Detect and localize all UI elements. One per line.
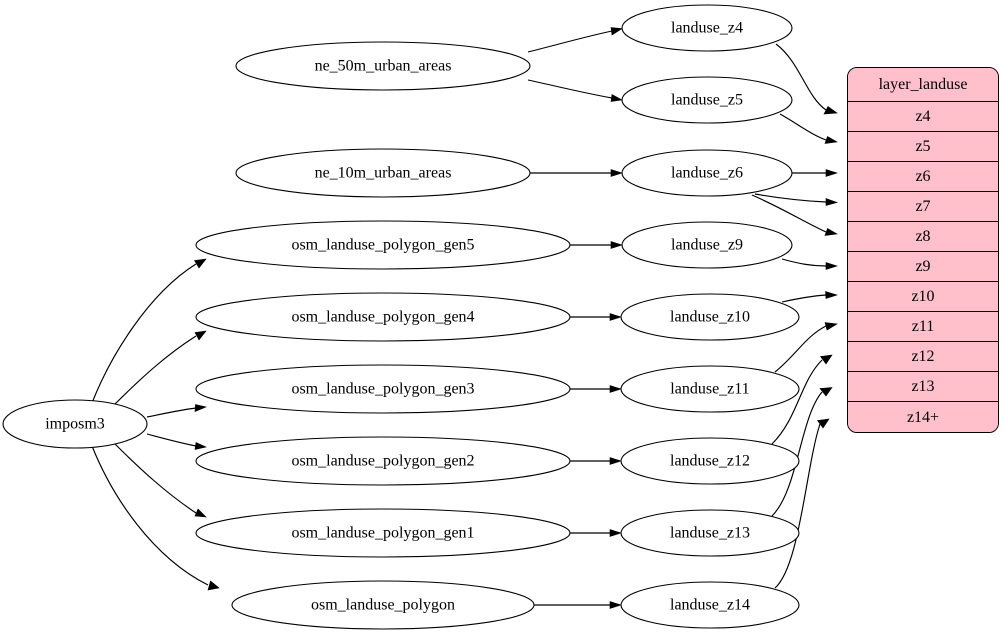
table-row-z9[interactable]: z9 <box>848 252 998 282</box>
node-osm_landuse_polygon_gen4-label: osm_landuse_polygon_gen4 <box>291 309 474 326</box>
edge-imposm3-to-gen4 <box>112 330 207 407</box>
node-ne_10m_urban_areas[interactable]: ne_10m_urban_areas <box>235 148 531 198</box>
node-landuse_z13-label: landuse_z13 <box>670 525 750 542</box>
node-ne_50m_urban_areas-label: ne_50m_urban_areas <box>315 58 452 75</box>
node-landuse_z12-label: landuse_z12 <box>670 453 750 470</box>
node-layer: imposm3 ne_50m_urban_areas ne_10m_urban_… <box>2 4 800 630</box>
table-row-z6[interactable]: z6 <box>848 162 998 192</box>
edge-gen2-to-landuse-z12 <box>570 457 622 465</box>
edge-landuse-z11-to-row-z11 <box>774 322 838 373</box>
node-imposm3-shape[interactable] <box>2 399 148 449</box>
node-osm_landuse_polygon-label: osm_landuse_polygon <box>311 597 455 614</box>
node-osm_landuse_polygon_gen1-label: osm_landuse_polygon_gen1 <box>291 525 474 542</box>
edge-ne50m-to-landuse-z5 <box>527 79 623 102</box>
node-landuse_z6[interactable]: landuse_z6 <box>621 149 793 197</box>
node-landuse_z11[interactable]: landuse_z11 <box>620 365 800 413</box>
node-osm_landuse_polygon-shape[interactable] <box>231 580 535 630</box>
node-landuse_z14-shape[interactable] <box>620 581 800 629</box>
node-osm_landuse_polygon_gen5[interactable]: osm_landuse_polygon_gen5 <box>195 220 571 270</box>
node-osm_landuse_polygon_gen1[interactable]: osm_landuse_polygon_gen1 <box>195 508 571 558</box>
node-imposm3-label: imposm3 <box>45 416 105 433</box>
edge-imposm3-to-gen5 <box>91 258 207 404</box>
table-row-z8[interactable]: z8 <box>848 222 998 252</box>
node-osm_landuse_polygon_gen1-shape[interactable] <box>195 508 571 558</box>
node-osm_landuse_polygon_gen2[interactable]: osm_landuse_polygon_gen2 <box>195 436 571 486</box>
node-ne_10m_urban_areas-shape[interactable] <box>235 148 531 198</box>
edge-imposm3-to-osm-landuse-polygon <box>91 445 220 591</box>
table-row-z5[interactable]: z5 <box>848 132 998 162</box>
edge-landuse-z4-to-row-z4 <box>775 43 838 115</box>
node-osm_landuse_polygon_gen5-shape[interactable] <box>195 220 571 270</box>
edge-landuse-z14-to-row-z14plus <box>774 418 830 589</box>
node-landuse_z11-shape[interactable] <box>620 365 800 413</box>
node-landuse_z4-label: landuse_z4 <box>671 20 743 37</box>
node-osm_landuse_polygon_gen3[interactable]: osm_landuse_polygon_gen3 <box>195 364 571 414</box>
edge-landuse-z13-to-row-z13 <box>771 387 833 517</box>
table-row-z7[interactable]: z7 <box>848 192 998 222</box>
node-landuse_z5-label: landuse_z5 <box>671 92 743 109</box>
node-landuse_z5[interactable]: landuse_z5 <box>621 76 793 124</box>
node-landuse_z5-shape[interactable] <box>621 76 793 124</box>
edge-imposm3-to-gen3 <box>146 404 207 418</box>
node-osm_landuse_polygon_gen5-label: osm_landuse_polygon_gen5 <box>291 237 474 254</box>
edge-landuse-z5-to-row-z5 <box>779 113 838 144</box>
node-layer_landuse-table[interactable]: layer_landuse z4 z5 z6 z7 z8 z9 z10 z11 … <box>847 67 999 433</box>
node-osm_landuse_polygon_gen3-label: osm_landuse_polygon_gen3 <box>291 381 474 398</box>
node-osm_landuse_polygon_gen4[interactable]: osm_landuse_polygon_gen4 <box>195 292 571 342</box>
node-landuse_z9-label: landuse_z9 <box>671 237 743 254</box>
node-landuse_z9-shape[interactable] <box>621 221 793 269</box>
node-landuse_z11-label: landuse_z11 <box>670 381 749 398</box>
table-row-z14plus[interactable]: z14+ <box>848 402 998 432</box>
edge-landuse-z6-to-row-z6 <box>792 169 838 177</box>
table-row-z13[interactable]: z13 <box>848 372 998 402</box>
node-osm_landuse_polygon_gen4-shape[interactable] <box>195 292 571 342</box>
node-osm_landuse_polygon_gen2-shape[interactable] <box>195 436 571 486</box>
edge-gen1-to-landuse-z13 <box>570 529 622 537</box>
node-ne_50m_urban_areas-shape[interactable] <box>235 41 531 91</box>
edge-gen4-to-landuse-z10 <box>570 313 622 321</box>
edge-osm-landuse-polygon-to-landuse-z14 <box>534 601 622 609</box>
edge-layer <box>91 27 839 609</box>
edge-landuse-z12-to-row-z12 <box>771 354 833 445</box>
edge-ne50m-to-landuse-z4 <box>527 27 623 53</box>
edge-landuse-z6-to-row-z7 <box>754 193 838 206</box>
edge-landuse-z6-to-row-z8 <box>751 194 838 236</box>
edge-ne10m-to-landuse-z6 <box>530 169 623 177</box>
node-osm_landuse_polygon_gen2-label: osm_landuse_polygon_gen2 <box>291 453 474 470</box>
node-landuse_z14[interactable]: landuse_z14 <box>620 581 800 629</box>
node-landuse_z4-shape[interactable] <box>621 4 793 52</box>
edge-imposm3-to-gen1 <box>112 441 207 518</box>
node-landuse_z10-label: landuse_z10 <box>670 309 750 326</box>
node-landuse_z13[interactable]: landuse_z13 <box>620 509 800 557</box>
edge-landuse-z10-to-row-z10 <box>781 291 839 303</box>
edge-landuse-z9-to-row-z9 <box>781 258 838 270</box>
node-ne_50m_urban_areas[interactable]: ne_50m_urban_areas <box>235 41 531 91</box>
node-landuse_z4[interactable]: landuse_z4 <box>621 4 793 52</box>
edge-gen5-to-landuse-z9 <box>570 241 623 249</box>
node-ne_10m_urban_areas-label: ne_10m_urban_areas <box>315 165 452 182</box>
node-imposm3[interactable]: imposm3 <box>2 399 148 449</box>
node-landuse_z14-label: landuse_z14 <box>670 597 750 614</box>
edge-imposm3-to-gen2 <box>146 433 207 450</box>
node-landuse_z12-shape[interactable] <box>620 437 800 485</box>
node-landuse_z9[interactable]: landuse_z9 <box>621 221 793 269</box>
node-osm_landuse_polygon[interactable]: osm_landuse_polygon <box>231 580 535 630</box>
table-row-z12[interactable]: z12 <box>848 342 998 372</box>
table-row-z4[interactable]: z4 <box>848 102 998 132</box>
node-osm_landuse_polygon_gen3-shape[interactable] <box>195 364 571 414</box>
node-landuse_z13-shape[interactable] <box>620 509 800 557</box>
node-landuse_z10-shape[interactable] <box>620 293 800 341</box>
table-row-z11[interactable]: z11 <box>848 312 998 342</box>
node-landuse_z6-shape[interactable] <box>621 149 793 197</box>
edge-gen3-to-landuse-z11 <box>570 385 622 393</box>
node-landuse_z12[interactable]: landuse_z12 <box>620 437 800 485</box>
node-landuse_z6-label: landuse_z6 <box>671 165 743 182</box>
node-landuse_z10[interactable]: landuse_z10 <box>620 293 800 341</box>
table-header-layer-landuse: layer_landuse <box>848 68 998 102</box>
table-row-z10[interactable]: z10 <box>848 282 998 312</box>
